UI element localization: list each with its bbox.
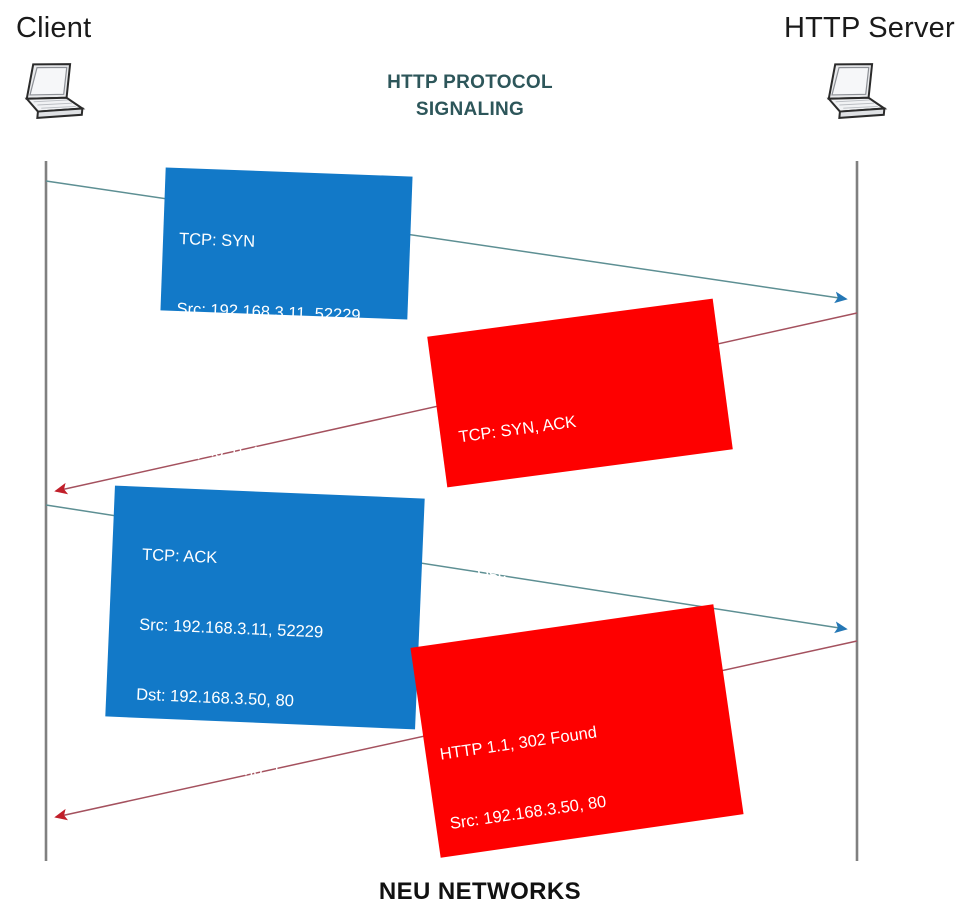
message-box-tcp-ack-http-get[interactable]: TCP: ACK Src: 192.168.3.11, 52229 Dst: 1… <box>105 485 425 919</box>
message-line: Src: 192.168.3.11, 52229 <box>138 615 324 642</box>
message-line: Src: 192.168.3.50, 80 <box>448 792 608 834</box>
server-laptop-icon <box>812 52 904 132</box>
message-line: Location: www.neunetworks.com <box>468 912 748 923</box>
client-laptop-icon <box>10 52 102 132</box>
message-line: TCP: SYN, ACK <box>457 412 578 447</box>
server-endpoint-label: HTTP Server <box>784 12 955 44</box>
message-line: Src: 192.168.3.11, 52229 <box>176 300 361 325</box>
message-box-http-302-found[interactable]: HTTP 1.1, 302 Found Src: 192.168.3.50, 8… <box>410 604 744 923</box>
message-line: Dst: 192.168.3.11, 52229 <box>476 543 662 586</box>
message-line: Seq no: 0, Ack no: 0 <box>171 440 320 464</box>
message-line: Dst: 192.168.3.50, 80 <box>135 686 295 711</box>
client-endpoint-label: Client <box>16 12 92 44</box>
message-line: HTTP GET <box>129 826 212 848</box>
message-line: HTTP 1.1, 302 Found <box>438 723 599 764</box>
diagram-title: HTTP PROTOCOL SIGNALING <box>290 70 650 124</box>
message-line: Seq no: 1, Ack no: 1 <box>132 756 282 781</box>
diagram-title-line-1: HTTP PROTOCOL <box>387 72 553 93</box>
diagram-title-line-2: SIGNALING <box>415 98 525 120</box>
footer-title: NEU NETWORKS <box>378 878 582 905</box>
message-line: Dst: 192.168.3.50, 80 <box>173 370 332 395</box>
message-line: TCP: ACK <box>141 545 218 567</box>
message-box-tcp-syn[interactable]: TCP: SYN Src: 192.168.3.11, 52229 Dst: 1… <box>160 167 413 464</box>
message-line: Src: 192.168.3.50, 80 <box>466 477 626 516</box>
message-line: TCP: SYN <box>178 229 256 251</box>
